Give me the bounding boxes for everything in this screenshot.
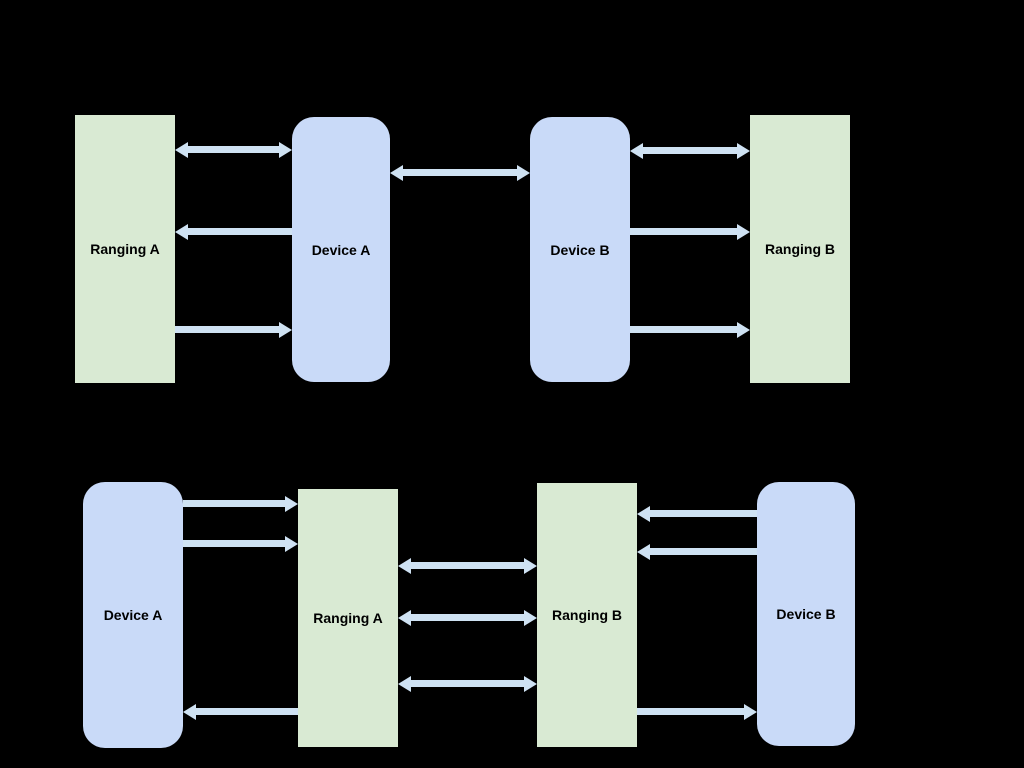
bottom-ranging-b-label: Ranging B — [552, 607, 622, 623]
bottom-device-a-box: Device A — [83, 482, 183, 748]
arrow-top-ranging-a-to-device-a — [175, 326, 279, 333]
arrow-top-device-a-device-b-bidirectional — [403, 169, 517, 176]
arrow-bottom-device-b-to-ranging-b-top — [650, 510, 757, 517]
arrow-top-device-a-to-ranging-a — [188, 228, 292, 235]
arrow-top-device-b-to-ranging-b-bottom — [630, 326, 737, 333]
top-device-b-box: Device B — [530, 117, 630, 382]
arrow-top-device-b-to-ranging-b-middle — [630, 228, 737, 235]
arrow-top-ranging-a-device-a-bidirectional — [188, 146, 279, 153]
top-ranging-b-label: Ranging B — [765, 241, 835, 257]
arrow-bottom-ranging-a-ranging-b-bidirectional-1 — [411, 562, 524, 569]
arrow-top-device-b-ranging-b-bidirectional — [643, 147, 737, 154]
arrow-bottom-ranging-a-ranging-b-bidirectional-3 — [411, 680, 524, 687]
arrow-bottom-device-b-to-ranging-b-upper — [650, 548, 757, 555]
top-device-a-box: Device A — [292, 117, 390, 382]
bottom-ranging-a-label: Ranging A — [313, 610, 383, 626]
arrow-bottom-device-a-to-ranging-a-top — [183, 500, 285, 507]
arrow-bottom-ranging-b-to-device-b — [637, 708, 744, 715]
top-device-a-label: Device A — [311, 241, 371, 258]
bottom-device-b-label: Device B — [776, 606, 836, 622]
top-ranging-a-box: Ranging A — [75, 115, 175, 383]
arrow-bottom-ranging-a-to-device-a — [196, 708, 298, 715]
top-ranging-b-box: Ranging B — [750, 115, 850, 383]
arrow-bottom-ranging-a-ranging-b-bidirectional-2 — [411, 614, 524, 621]
bottom-device-a-label: Device A — [103, 607, 163, 623]
arrow-bottom-device-a-to-ranging-a-upper — [183, 540, 285, 547]
bottom-device-b-box: Device B — [757, 482, 855, 746]
top-device-b-label: Device B — [550, 241, 610, 258]
bottom-ranging-a-box: Ranging A — [298, 489, 398, 747]
top-ranging-a-label: Ranging A — [90, 241, 160, 257]
bottom-ranging-b-box: Ranging B — [537, 483, 637, 747]
